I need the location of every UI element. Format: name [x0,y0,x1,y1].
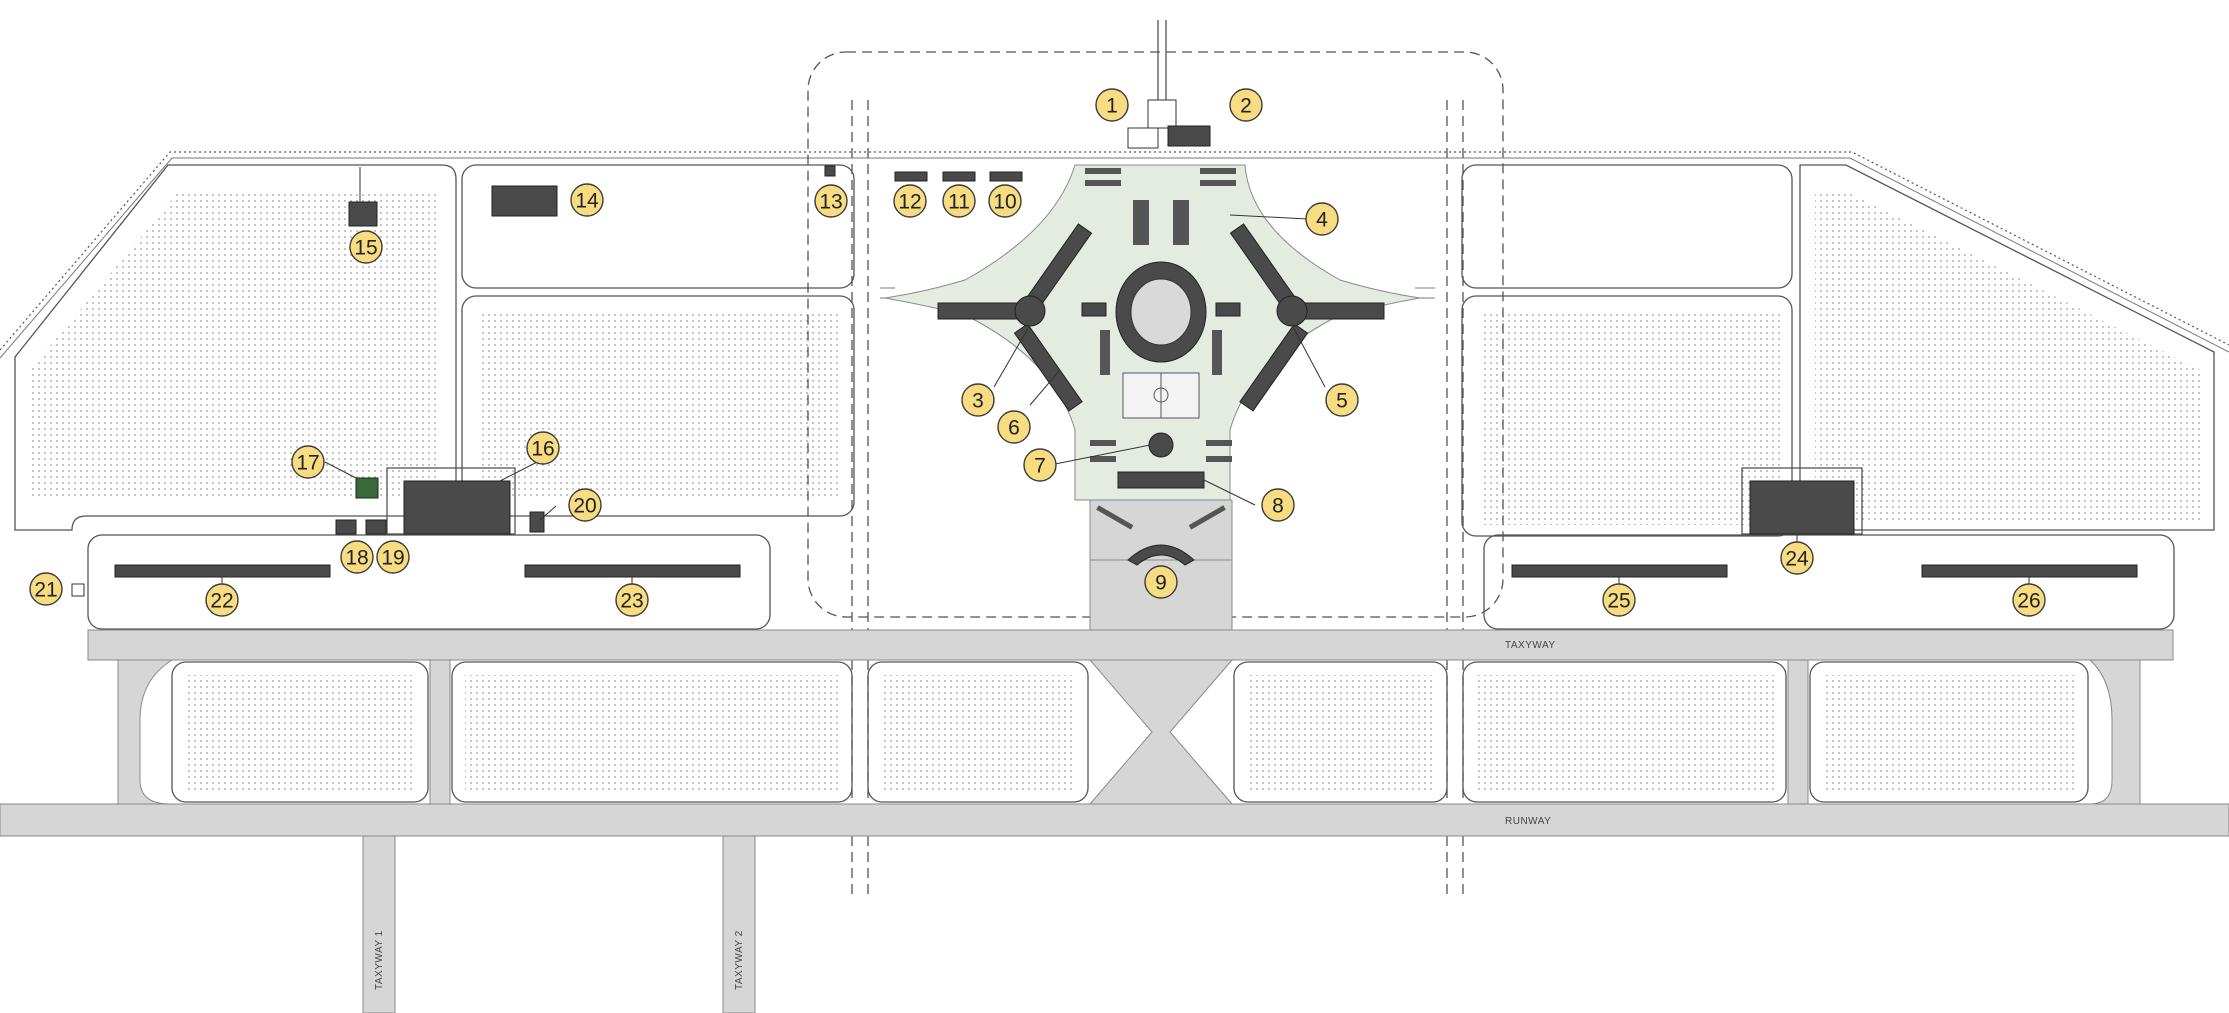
callout-marker [205,583,239,617]
callout-number: 13 [819,191,842,214]
callout-marker [568,488,602,522]
aprons [87,534,2175,630]
callout-16: 16 [526,431,560,465]
callout-15: 15 [349,230,383,264]
callout-marker [2012,583,2046,617]
callout-10: 10 [988,184,1022,218]
airfield-pavement [0,559,2229,1013]
callout-marker [1325,383,1359,417]
callout-marker [1023,448,1057,482]
callout-marker [349,230,383,264]
callout-marker [893,184,927,218]
callout-26: 26 [2012,583,2046,617]
callout-13: 13 [814,184,848,218]
perimeter-fence [0,151,2229,351]
callout-14: 14 [570,183,604,217]
land-parcels [14,164,2215,537]
callout-number: 10 [993,191,1016,214]
support-buildings [71,165,2138,597]
callout-marker [570,183,604,217]
callout-18: 18 [340,540,374,574]
taxyway-1-label: TAXYWAY 1 [374,930,385,990]
callout-marker [1780,541,1814,575]
taxyway-label: TAXYWAY [1505,640,1556,651]
terminal-complex [884,20,1421,566]
callout-23: 23 [615,583,649,617]
callout-7: 7 [1023,448,1057,482]
callout-5: 5 [1325,383,1359,417]
callout-number: 18 [345,547,368,570]
callout-marker [942,184,976,218]
callout-number: 24 [1785,548,1809,571]
callout-number: 16 [531,438,554,461]
callout-leaders [221,214,2030,585]
callout-21: 21 [29,572,63,606]
callout-number: 8 [1272,495,1284,518]
callout-number: 15 [354,237,377,260]
callout-2: 2 [1229,88,1263,122]
callout-number: 12 [898,191,921,214]
callout-marker [376,540,410,574]
callout-22: 22 [205,583,239,617]
callout-number: 25 [1607,590,1630,613]
callout-20: 20 [568,488,602,522]
callout-number: 3 [972,390,984,413]
callout-marker [814,184,848,218]
callout-marker [340,540,374,574]
callout-number: 14 [575,190,599,213]
callout-marker [526,431,560,465]
callout-number: 9 [1155,572,1167,595]
callout-1: 1 [1095,88,1129,122]
callout-3: 3 [961,383,995,417]
callout-number: 6 [1008,417,1020,440]
callout-4: 4 [1305,202,1339,236]
callout-number: 11 [948,191,970,214]
callout-number: 23 [620,590,643,613]
callout-number: 1 [1106,95,1118,118]
callout-marker [1095,88,1129,122]
callout-number: 20 [573,495,596,518]
callout-number: 17 [296,452,319,475]
callout-11: 11 [942,184,976,218]
perimeter-fence-inner [0,157,2229,359]
runway-label: RUNWAY [1505,816,1551,827]
callout-marker [291,445,325,479]
callout-marker [1305,202,1339,236]
callout-number: 21 [34,579,57,602]
callout-9: 9 [1144,565,1178,599]
callout-number: 26 [2017,590,2040,613]
callout-25: 25 [1602,583,1636,617]
callout-number: 22 [210,590,233,613]
callout-marker [1144,565,1178,599]
callout-17: 17 [291,445,325,479]
callout-number: 2 [1240,95,1252,118]
callout-19: 19 [376,540,410,574]
infield-parcels [171,661,2089,803]
callout-24: 24 [1780,541,1814,575]
callout-marker [1602,583,1636,617]
callout-number: 19 [381,547,404,570]
callout-marker [961,383,995,417]
callout-marker [615,583,649,617]
callout-marker [29,572,63,606]
callout-12: 12 [893,184,927,218]
callout-marker [1229,88,1263,122]
callout-number: 7 [1034,455,1046,478]
callout-number: 4 [1316,209,1328,232]
callout-6: 6 [997,410,1031,444]
callout-marker [997,410,1031,444]
taxyway-2-label: TAXYWAY 2 [734,930,745,990]
callout-marker [1261,488,1295,522]
callout-marker [988,184,1022,218]
callout-number: 5 [1336,390,1348,413]
callout-8: 8 [1261,488,1295,522]
